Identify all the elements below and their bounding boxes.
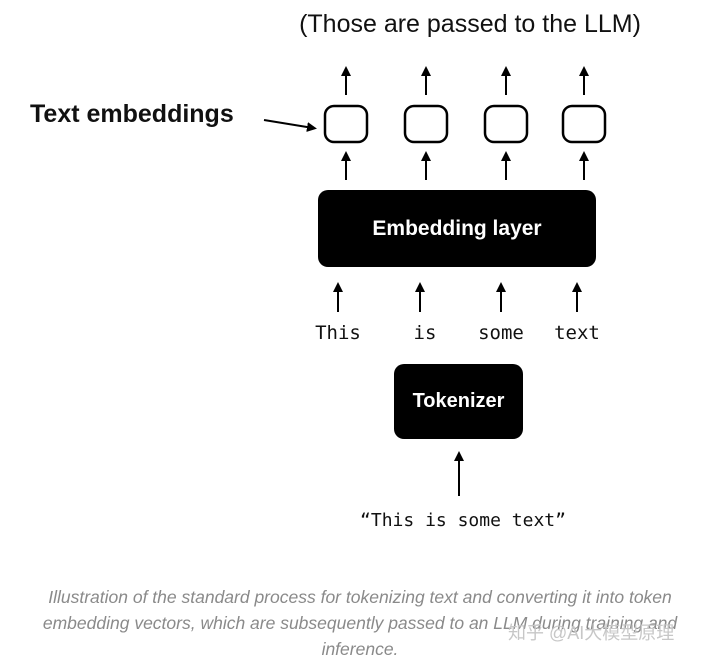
token-label: some: [478, 322, 524, 344]
token-label: is: [413, 322, 437, 344]
embedding-vector-1: [323, 104, 369, 144]
input-text: “This is some text”: [360, 510, 566, 531]
embedding-vector-4: [561, 104, 607, 144]
tokenizer-box: Tokenizer: [394, 364, 523, 439]
embedding-layer-label: Embedding layer: [372, 216, 542, 240]
diagram-top-label: (Those are passed to the LLM): [299, 10, 641, 38]
text-embeddings-label: Text embeddings: [30, 100, 234, 128]
label-pointer-arrow: [263, 119, 317, 132]
tokenizer-label: Tokenizer: [412, 390, 505, 412]
token-label: This: [315, 322, 361, 344]
embedding-vector-2: [403, 104, 449, 144]
figure-caption: Illustration of the standard process for…: [42, 587, 678, 659]
token-label: text: [554, 322, 600, 344]
watermark: 知乎 @AI大模型原理: [508, 623, 675, 643]
embedding-vector-3: [483, 104, 529, 144]
embedding-layer-box: Embedding layer: [318, 190, 596, 267]
